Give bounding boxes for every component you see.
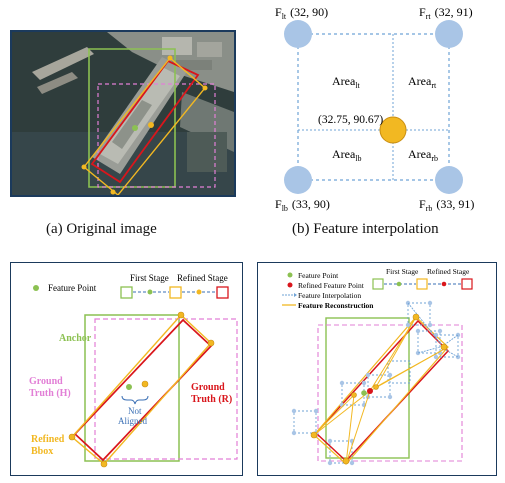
- not-aligned-line2: Aligned: [118, 416, 147, 426]
- point-coordinate-label: (32.75, 90.67): [318, 114, 383, 126]
- d-feature-point: [361, 390, 367, 396]
- alignment-diagram: Feature Point First Stage Refined Stage …: [29, 273, 238, 468]
- not-aligned-brace: [121, 395, 149, 405]
- legend-reconstruction-label: Feature Reconstruction: [298, 301, 374, 310]
- legend-feature-point-label: Feature Point: [48, 283, 97, 293]
- legend-first-stage-label: First Stage: [130, 273, 169, 283]
- gt-r-label-line2: Truth (R): [191, 394, 232, 405]
- gt-r-label-line1: Ground: [191, 382, 225, 393]
- corner-rt-circle: [435, 20, 463, 48]
- refined-bbox-label-line1: Refined: [31, 434, 65, 445]
- alignment-panel: Feature Point First Stage Refined Stage …: [10, 262, 243, 476]
- corner-rb-circle: [435, 166, 463, 194]
- ground-truth-r-box: [314, 319, 450, 463]
- anchor-label: Anchor: [59, 333, 92, 344]
- ground-truth-h-box: [317, 324, 463, 462]
- corner-lb-label: Flb(33, 90): [275, 197, 330, 213]
- ground-truth-h-box: [94, 318, 238, 460]
- not-aligned-line1: Not: [128, 406, 142, 416]
- caption-feature-interpolation: (b) Feature interpolation: [292, 221, 439, 237]
- ground-truth-r-box: [90, 59, 200, 184]
- area-rt-label: Areart: [408, 74, 437, 90]
- refined-bbox-label-line2: Bbox: [31, 446, 53, 457]
- reconstruction-diagram: Feature Point Refined Feature Point Feat…: [282, 267, 473, 466]
- ground-truth-h-box: [97, 83, 216, 188]
- caption-original-image: (a) Original image: [46, 221, 157, 237]
- feature-interpolation-diagram: Flt(32, 90) Frt(32, 91) Flb(33, 90) Frb(…: [275, 5, 474, 213]
- area-lt-label: Arealt: [332, 74, 361, 90]
- reconstruction-panel: Feature Point Refined Feature Point Feat…: [257, 262, 497, 476]
- legend-refined-square: [169, 286, 182, 299]
- corner-lb-circle: [284, 166, 312, 194]
- refined-feature-point: [141, 380, 149, 388]
- legend-interpolation-label: Feature Interpolation: [298, 291, 361, 300]
- interpolated-point: [379, 116, 407, 144]
- gt-h-label-line2: Truth (H): [29, 388, 71, 399]
- area-lb-label: Arealb: [332, 147, 362, 163]
- corner-lt-circle: [284, 20, 312, 48]
- refined-corner: [81, 164, 87, 170]
- area-rb-label: Arearb: [408, 147, 438, 163]
- legend-refined-feature-point-label: Refined Feature Point: [298, 281, 365, 290]
- refined-corner: [202, 85, 208, 91]
- refined-bbox: [313, 316, 449, 465]
- anchor-feature-point: [126, 384, 132, 390]
- anchor-box: [325, 317, 410, 459]
- corner-rt-label: Frt(32, 91): [419, 5, 473, 21]
- legend-anchor-square: [120, 286, 133, 299]
- anchor-box: [84, 314, 180, 462]
- legend-feature-point-label: Feature Point: [298, 271, 339, 280]
- corner-rb-label: Frb(33, 91): [419, 197, 474, 213]
- gt-h-label-line1: Ground: [29, 376, 63, 387]
- legend-refined-stage-label: Refined Stage: [427, 267, 470, 276]
- refined-corner: [110, 189, 116, 195]
- legend-first-stage-label: First Stage: [386, 267, 419, 276]
- satellite-scene: [12, 32, 234, 195]
- legend-feature-point-dot: [33, 285, 39, 291]
- d-refined-feature-point: [367, 388, 373, 394]
- satellite-image: [10, 30, 236, 197]
- satellite-boxes: [81, 48, 216, 195]
- refined-corner: [167, 55, 173, 61]
- corner-lt-label: Flt(32, 90): [275, 5, 328, 21]
- refined-bbox: [83, 56, 206, 195]
- legend-refined-stage-label: Refined Stage: [177, 273, 228, 283]
- legend-gt-square: [216, 286, 229, 299]
